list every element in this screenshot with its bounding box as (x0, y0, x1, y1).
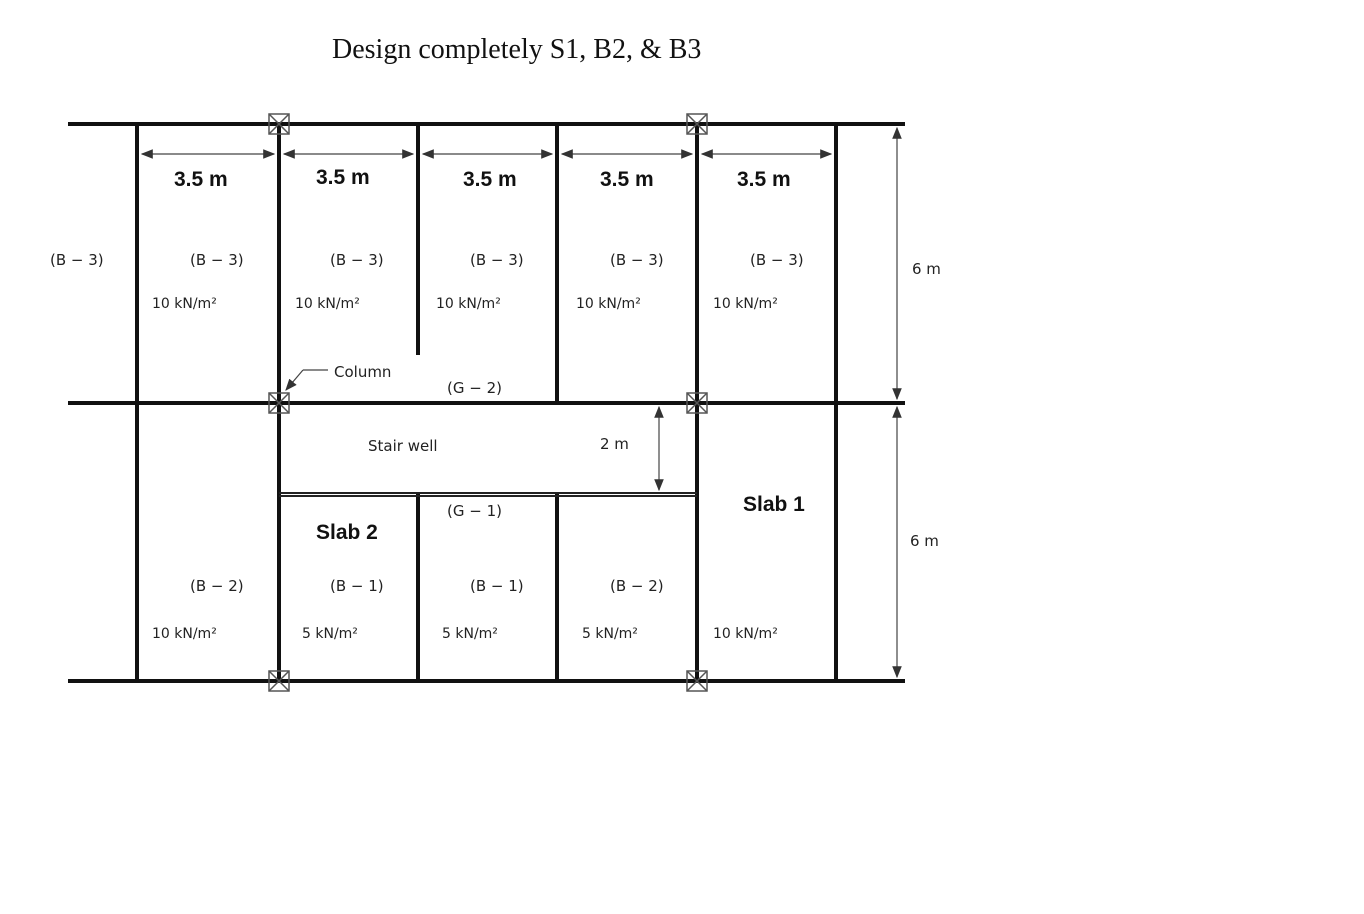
beam-label: (B − 3) (190, 251, 244, 269)
beam-label: (B − 2) (610, 577, 664, 595)
load-label: 5 kN/m² (442, 626, 498, 642)
g2-label: (G − 2) (447, 379, 502, 397)
load-label: 10 kN/m² (576, 296, 641, 312)
span-label: 3.5 m (463, 168, 517, 191)
column-icon (686, 670, 708, 692)
beam-label: (B − 1) (330, 577, 384, 595)
column-icon (268, 670, 290, 692)
height-label: 6 m (912, 260, 941, 278)
load-label: 10 kN/m² (295, 296, 360, 312)
load-label: 10 kN/m² (152, 626, 217, 642)
page-title: Design completely S1, B2, & B3 (332, 34, 702, 65)
g1-label: (G − 1) (447, 502, 502, 520)
column-icon (268, 113, 290, 135)
span-label: 3.5 m (737, 168, 791, 191)
column-label: Column (334, 363, 391, 381)
load-label: 5 kN/m² (302, 626, 358, 642)
column-icon (686, 113, 708, 135)
load-label: 5 kN/m² (582, 626, 638, 642)
span-label: 3.5 m (174, 168, 228, 191)
column-leader-arrow (285, 369, 304, 391)
load-label: 10 kN/m² (713, 296, 778, 312)
stair-height-label: 2 m (600, 435, 629, 453)
beam-label: (B − 1) (470, 577, 524, 595)
column-icon (268, 392, 290, 414)
column-marks (268, 113, 708, 692)
load-label: 10 kN/m² (713, 626, 778, 642)
height-label: 6 m (910, 532, 939, 550)
slab-2-label: Slab 2 (316, 521, 378, 544)
beam-label: (B − 3) (50, 251, 104, 269)
column-icon (686, 392, 708, 414)
beam-label: (B − 2) (190, 577, 244, 595)
beam-label: (B − 3) (750, 251, 804, 269)
beam-label: (B − 3) (470, 251, 524, 269)
span-label: 3.5 m (316, 166, 370, 189)
slab-1-label: Slab 1 (743, 493, 805, 516)
beam-label: (B − 3) (610, 251, 664, 269)
stair-well-label: Stair well (368, 437, 438, 455)
span-label: 3.5 m (600, 168, 654, 191)
load-label: 10 kN/m² (436, 296, 501, 312)
beam-label: (B − 3) (330, 251, 384, 269)
load-label: 10 kN/m² (152, 296, 217, 312)
